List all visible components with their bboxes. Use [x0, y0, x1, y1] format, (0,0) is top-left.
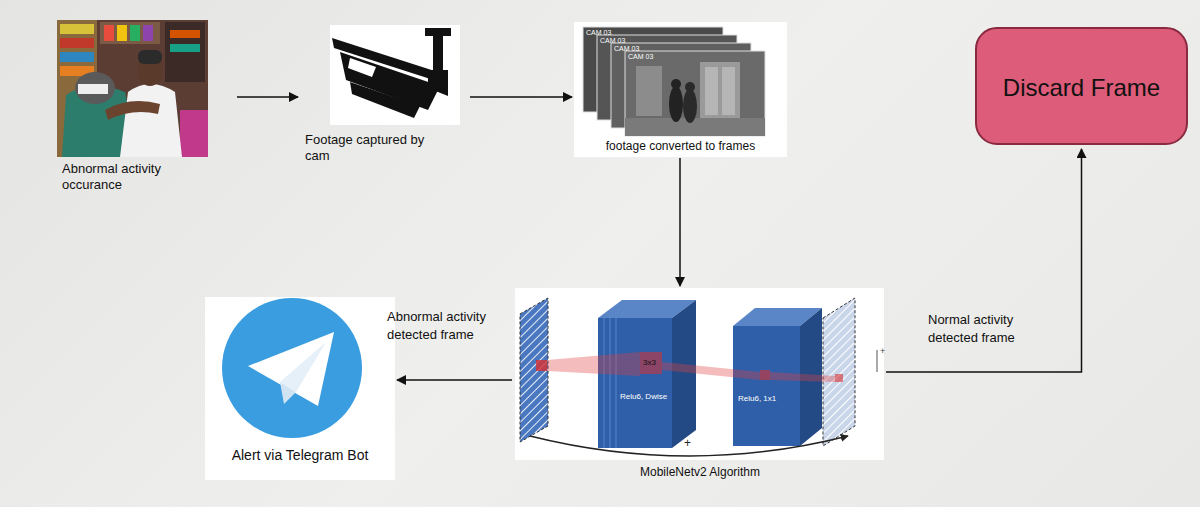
node-caption: Footage captured by cam [305, 132, 445, 163]
edge-label: Abnormal activity detected frame [387, 308, 505, 343]
flow-arrow [679, 158, 681, 286]
box-title: Discard Frame [977, 74, 1186, 103]
discard-box: Discard Frame [975, 27, 1188, 145]
node-caption: Alert via Telegram Bot [205, 447, 395, 464]
telegram-node: Alert via Telegram Bot [205, 297, 395, 480]
telegram-logo [205, 297, 395, 480]
camera-tag: CAM 03 [586, 29, 611, 37]
sum-symbol: + [684, 436, 691, 450]
edge-label: Normal activity detected frame [928, 311, 1040, 346]
flow-arrow [237, 96, 298, 98]
layer-label: Relu6, Dwise [620, 392, 667, 402]
sum-symbol: + [880, 346, 885, 357]
camera-tag: CAM 03 [628, 53, 653, 61]
flow-arrow [397, 379, 512, 381]
node-caption: MobileNetv2 Algorithm [515, 465, 885, 479]
node-caption: Abnormal activity occurance [62, 161, 162, 192]
video-frames-stack [574, 22, 787, 157]
layer-label: Relu6, 1x1 [738, 394, 776, 404]
flow-arrow [886, 149, 1082, 372]
cctv-camera-icon [330, 25, 460, 125]
kernel-label: 3x3 [643, 358, 656, 368]
photo-caption-node: Abnormal activity occurance [55, 18, 235, 203]
node-caption: footage converted to frames [574, 139, 787, 153]
flow-arrow [470, 96, 572, 98]
mobilenet-node: MobileNetv2 Algorithm [515, 288, 885, 483]
incident-photo [57, 20, 208, 157]
camera-tag: CAM 03 [614, 45, 639, 53]
mobilenet-block-figure [515, 288, 884, 460]
camera-caption-node: Footage captured by cam [300, 22, 468, 165]
camera-tag: CAM 03 [600, 37, 625, 45]
